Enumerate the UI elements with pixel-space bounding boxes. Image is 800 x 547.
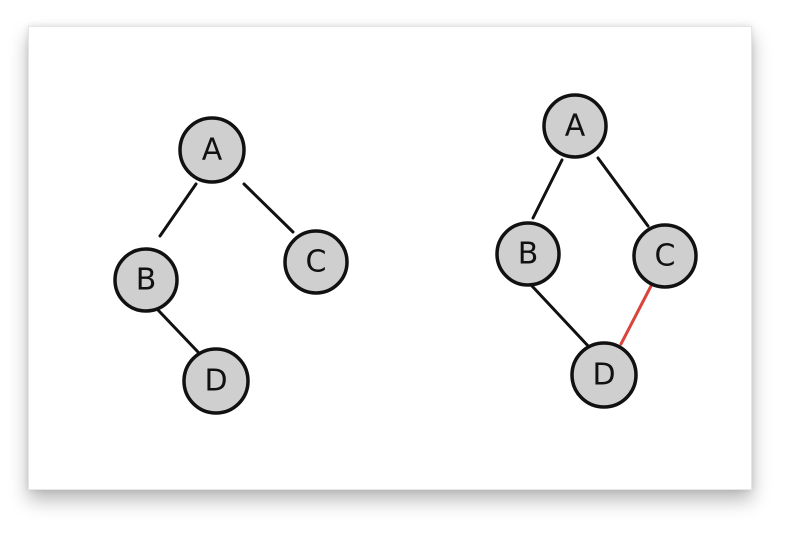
edge-right-a-c	[596, 156, 650, 228]
node-right-c-label: C	[655, 239, 676, 274]
left-tree: A B C D	[113, 116, 349, 415]
node-right-a: A	[542, 93, 608, 159]
edge-left-a-c	[242, 182, 295, 234]
node-left-a: A	[178, 116, 246, 184]
node-right-c: C	[632, 223, 698, 289]
node-left-c: C	[283, 229, 349, 295]
node-right-b: B	[495, 221, 561, 287]
right-graph: A B C D	[495, 93, 698, 409]
node-right-b-label: B	[518, 237, 539, 272]
edge-left-a-b	[158, 182, 198, 238]
node-left-c-label: C	[306, 245, 327, 280]
edge-right-c-d-highlight	[619, 284, 653, 346]
edge-left-b-d	[156, 308, 200, 354]
node-left-d-label: D	[204, 364, 227, 399]
edge-right-a-b	[531, 158, 564, 220]
node-right-d-label: D	[592, 358, 615, 393]
node-left-a-label: A	[202, 133, 223, 168]
node-left-b-label: B	[136, 263, 157, 298]
node-left-d: D	[182, 347, 250, 415]
node-right-a-label: A	[565, 109, 586, 144]
node-right-d: D	[570, 341, 638, 409]
node-left-b: B	[113, 247, 179, 313]
edge-right-b-d	[530, 284, 592, 350]
